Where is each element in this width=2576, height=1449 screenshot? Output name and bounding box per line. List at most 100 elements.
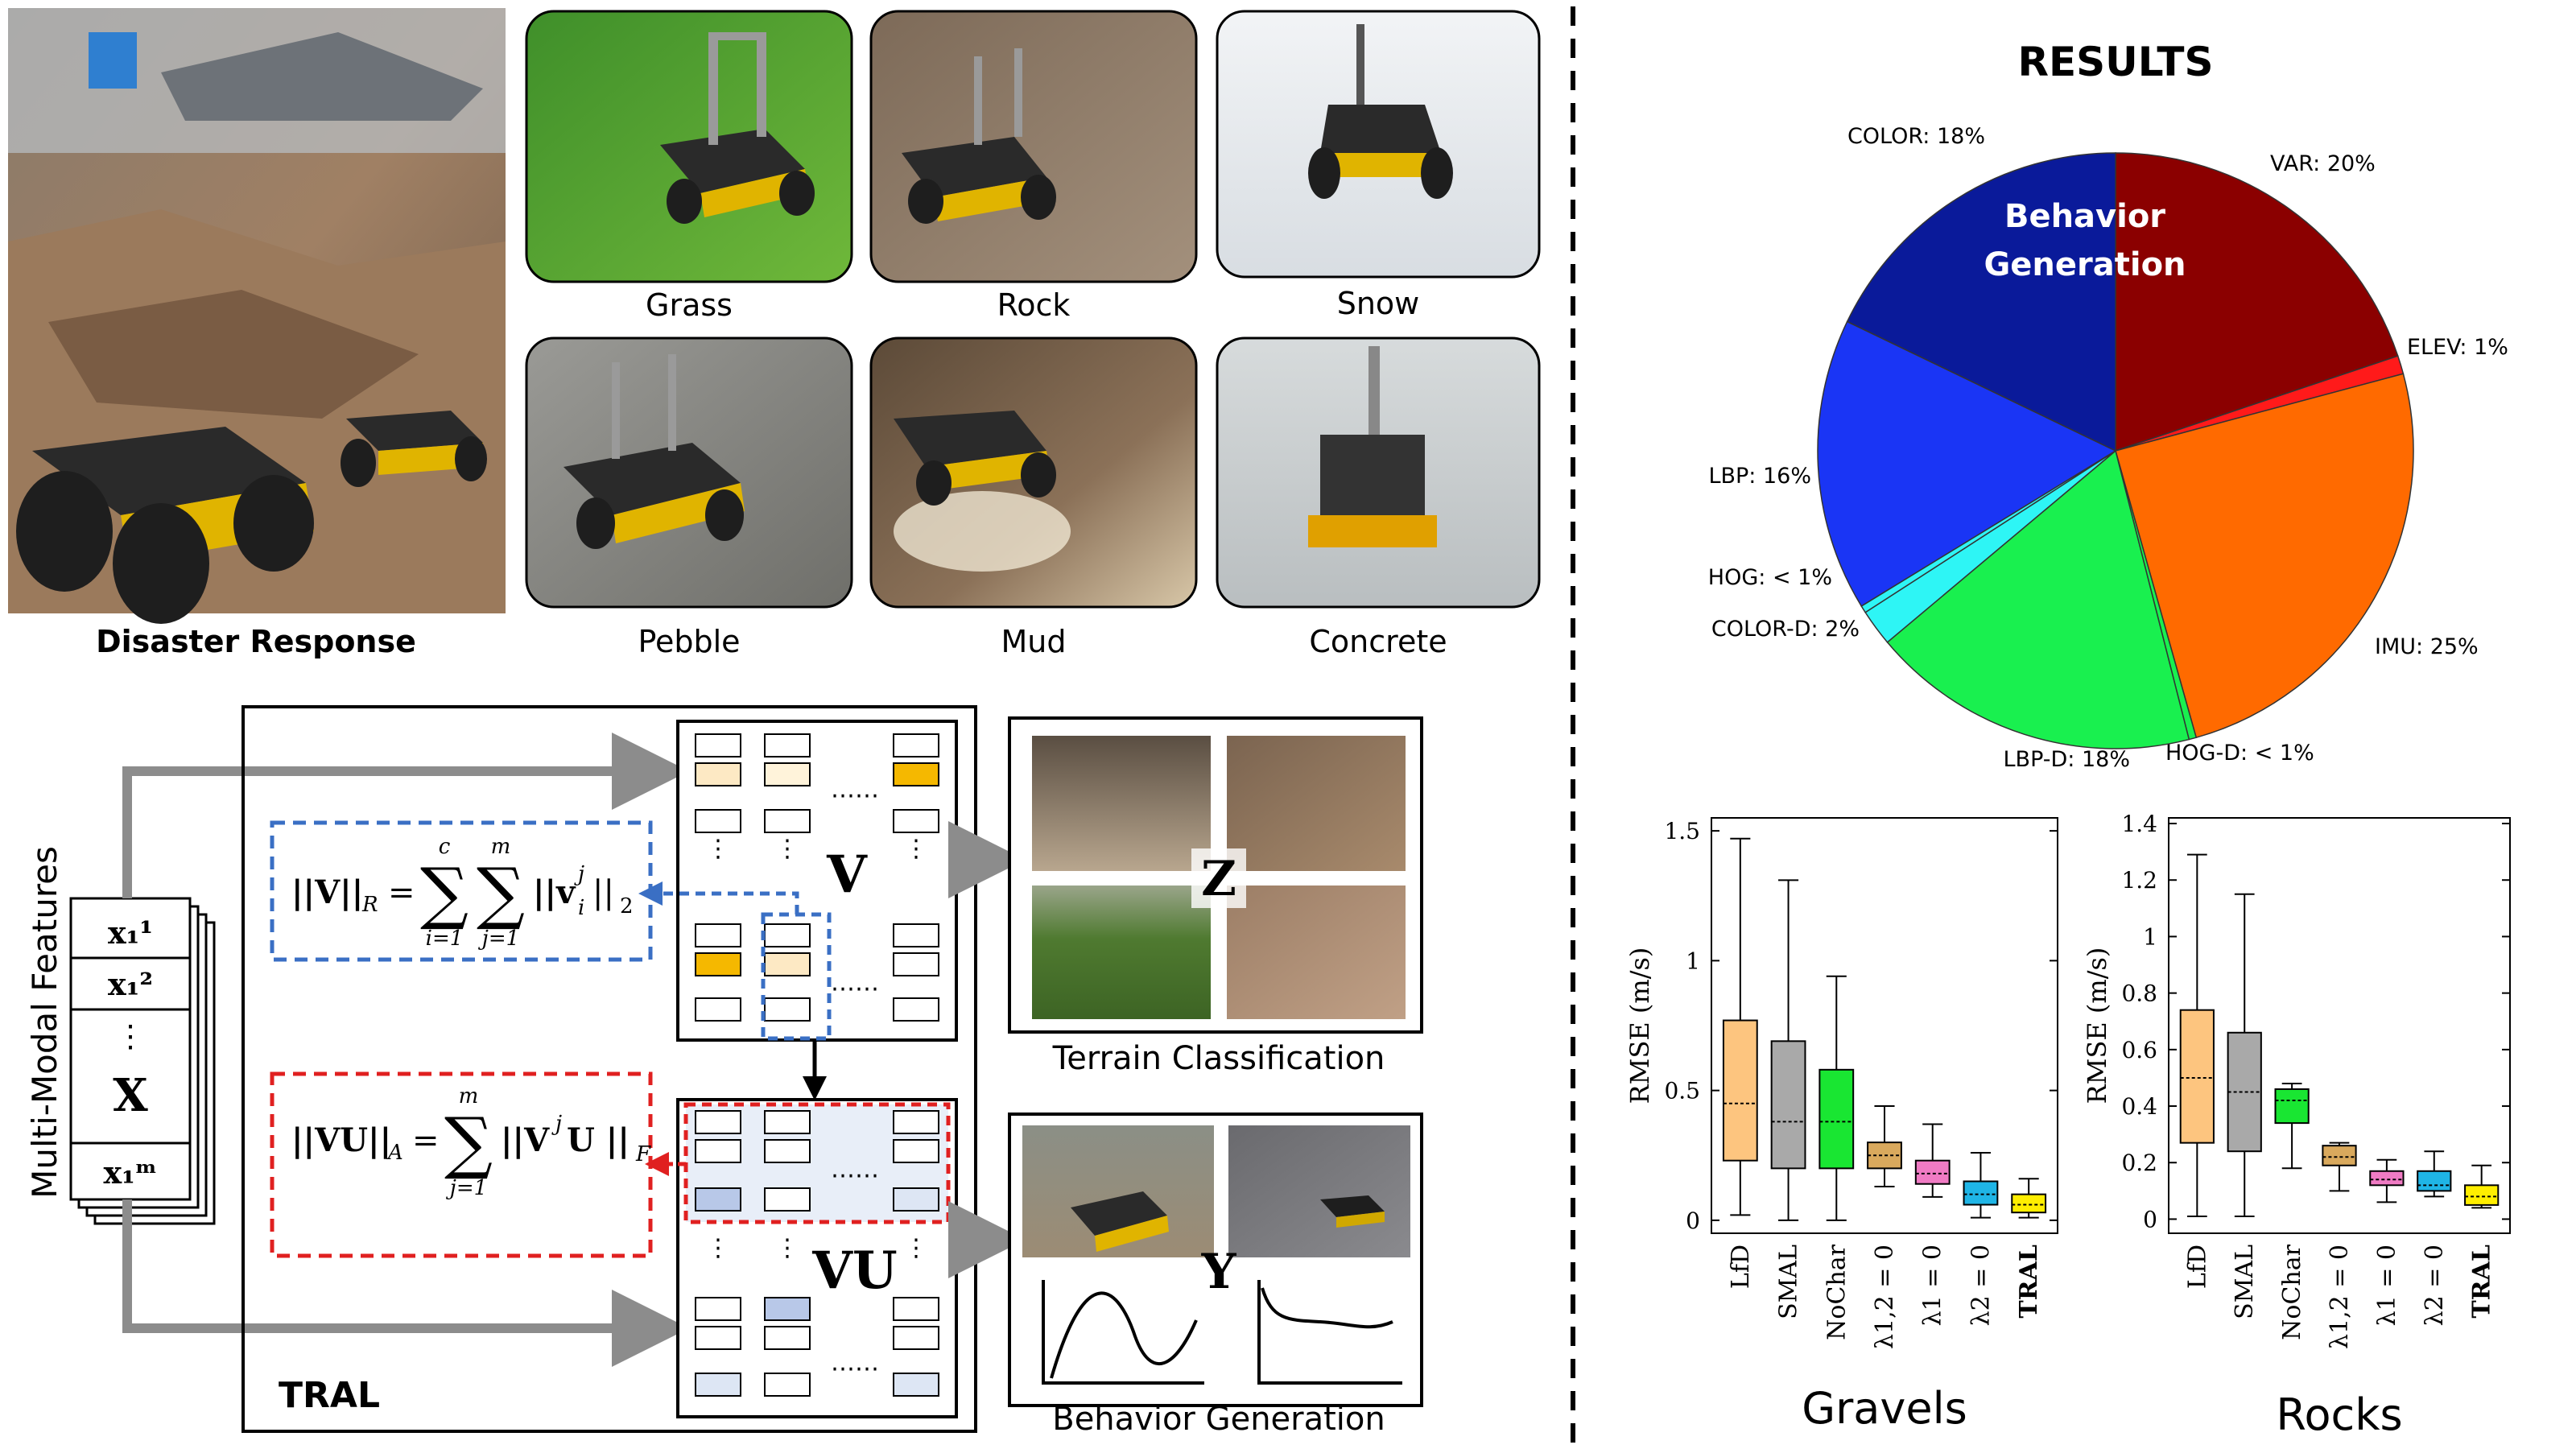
vu-vdots: ⋮ [904, 1234, 928, 1262]
terrain-sample-grass [1032, 886, 1211, 1019]
feature-row-dots: ⋮ [115, 1018, 146, 1054]
pie-label: VAR: 20% [2270, 151, 2376, 176]
z-label-backdrop [1191, 848, 1246, 908]
v-vdots: ⋮ [904, 835, 928, 863]
feature-row-2: x₁² [108, 966, 153, 1002]
vu-hdots-bottom: ⋯⋯ [831, 1355, 879, 1383]
robot-icon [564, 354, 745, 549]
pie-slice [1817, 320, 2117, 607]
v-cell [893, 809, 939, 833]
v-cell [764, 733, 811, 758]
terrain-sample-mulch [1227, 736, 1406, 871]
robot-icon [1308, 346, 1437, 547]
box [2322, 1145, 2357, 1166]
v-cell [764, 997, 811, 1022]
robot-icon [660, 32, 815, 224]
y-tick-label: 0.5 [1664, 1078, 1700, 1104]
arrow-x-to-v [122, 733, 689, 898]
terrain-pebble-photo [525, 336, 853, 609]
svg-text:R: R [361, 893, 378, 917]
v-cell [893, 733, 939, 758]
svg-text:i: i [578, 896, 584, 920]
pie-slice [2115, 152, 2399, 452]
svg-text:=: = [388, 874, 415, 911]
v-cell [695, 923, 741, 947]
vu-cell [695, 1373, 741, 1397]
behavior-generation-label: Behavior Generation [1052, 1401, 1385, 1438]
v-cell [695, 762, 741, 786]
behavior-sample-road [1228, 1125, 1410, 1257]
vu-vdots: ⋮ [706, 1234, 730, 1262]
terrain-classification-label: Terrain Classification [1052, 1040, 1385, 1077]
pie-slice [1846, 152, 2116, 452]
terrain-concrete-photo [1216, 336, 1541, 609]
v-cell [764, 809, 811, 833]
box [2011, 1193, 2047, 1214]
pie-slice [1886, 449, 2190, 749]
svg-text:∑: ∑ [444, 1103, 493, 1182]
robot-icon [894, 411, 1056, 506]
v-cell [695, 997, 741, 1022]
disaster-response-label: Disaster Response [96, 624, 416, 659]
robot-icon [16, 427, 314, 624]
pie-label: LBP-D: 18% [2004, 747, 2130, 772]
pie-chart: VAR: 20%ELEV: 1%IMU: 25%HOG-D: < 1%LBP-D… [1708, 124, 2508, 772]
v-cell [893, 923, 939, 947]
v-cell [893, 997, 939, 1022]
y-tick-label: 0.8 [2121, 980, 2157, 1007]
v-cell [695, 952, 741, 976]
vu-cell [893, 1110, 939, 1134]
vu-hdots-top: ⋯⋯ [831, 1162, 879, 1190]
box [1867, 1141, 1902, 1170]
terrain-sample-stones [1227, 886, 1406, 1019]
box [2417, 1170, 2452, 1192]
svg-text:j=1: j=1 [446, 1176, 487, 1200]
pie-label: IMU: 25% [2375, 634, 2479, 659]
vu-label: VU [811, 1241, 897, 1301]
svg-text:m: m [491, 835, 511, 859]
box [2274, 1088, 2310, 1125]
box [2227, 1031, 2262, 1153]
terrain-grass-photo [525, 10, 853, 283]
vu-cell [893, 1326, 939, 1350]
plot-frame [1711, 817, 2058, 1234]
pie-label: COLOR-D: 2% [1711, 617, 1860, 642]
x-tick-label: λ1,2 = 0 [1871, 1245, 1899, 1349]
box-plot-title: Rocks [2276, 1389, 2402, 1440]
vu-cell [695, 1187, 741, 1212]
x-tick-label: λ1,2 = 0 [2326, 1245, 2354, 1349]
x-tick-label: TRAL [2468, 1245, 2496, 1319]
disaster-photo [8, 8, 506, 624]
robot-icon [1071, 1191, 1169, 1252]
y-tick-label: 1 [1686, 947, 1700, 974]
v-cell [893, 952, 939, 976]
vu-cell [695, 1326, 741, 1350]
terrain-label-pebble: Pebble [638, 624, 740, 659]
tral-box [242, 705, 977, 1433]
svg-text:||V: ||V [501, 1121, 550, 1159]
v-vdots: ⋮ [706, 835, 730, 863]
terrain-label-snow: Snow [1337, 286, 1420, 321]
results-title: RESULTS [2018, 39, 2214, 85]
vu-cell [893, 1373, 939, 1397]
vu-cell [764, 1139, 811, 1163]
arrow-column-to-norm-r [638, 881, 799, 914]
vu-cell [764, 1187, 811, 1212]
terrain-label-grass: Grass [646, 287, 733, 323]
v-hdots-top: ⋯⋯ [831, 782, 879, 810]
svg-text:j=1: j=1 [478, 927, 519, 951]
svg-text:||V||: ||V|| [291, 873, 363, 911]
box [2179, 1009, 2215, 1144]
pie-label: HOG: < 1% [1708, 565, 1832, 590]
x-tick-label: λ1 = 0 [2373, 1245, 2401, 1326]
terrain-snow-photo [1216, 10, 1541, 279]
v-cell [695, 809, 741, 833]
vu-cell [695, 1139, 741, 1163]
behavior-curve-2 [1257, 1280, 1402, 1385]
v-cell [764, 923, 811, 947]
vu-cell [764, 1110, 811, 1134]
vu-vdots: ⋮ [775, 1234, 799, 1262]
box [2369, 1170, 2405, 1187]
